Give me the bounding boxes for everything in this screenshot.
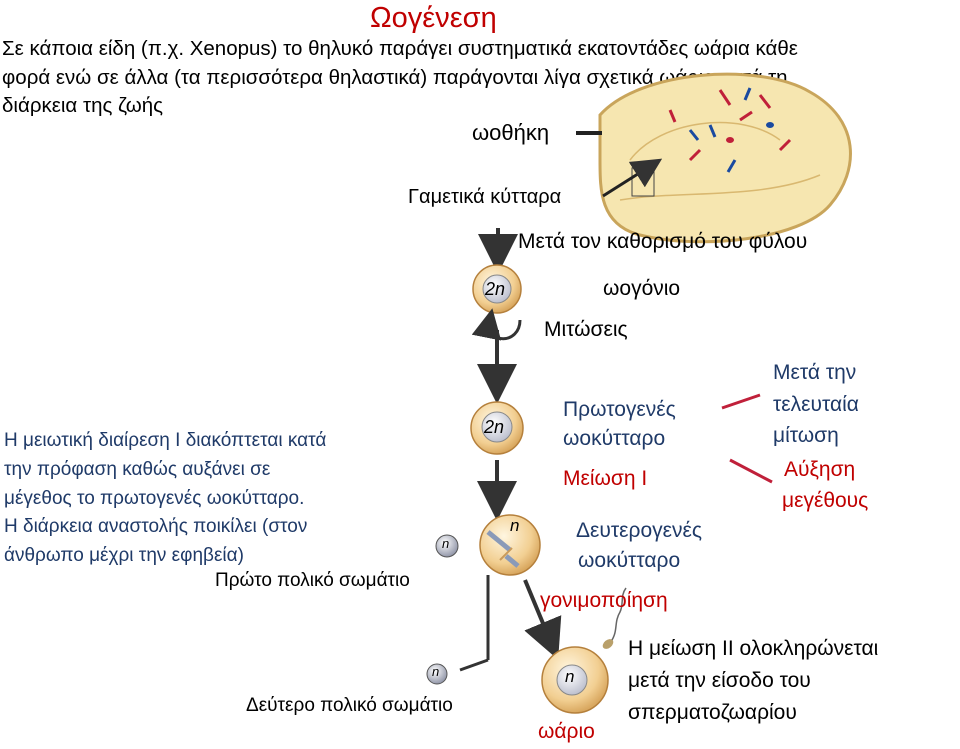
after-mitosis-connector <box>722 395 760 408</box>
growth-label-2: μεγέθους <box>782 489 868 513</box>
meiosis2-note-line-2: μετά την είσοδο του <box>628 669 811 693</box>
left-note-line-4: Η διάρκεια αναστολής ποικίλει (στον <box>4 516 307 538</box>
left-note-line-1: Η μειωτική διαίρεση Ι διακόπτεται κατά <box>4 430 326 452</box>
after-last-mitosis-1: Μετά την <box>773 361 856 385</box>
meiosis-1-label: Μείωση Ι <box>563 467 647 491</box>
secondary-oocyte-label-2: ωοκύτταρο <box>578 549 680 573</box>
ovary-illustration <box>600 74 850 242</box>
left-note-line-3: μέγεθος το πρωτογενές ωοκύτταρο. <box>4 488 304 510</box>
polar2-ploidy: n <box>432 664 439 679</box>
second-polar-body-label: Δεύτερο πολικό σωμάτιο <box>246 695 453 717</box>
egg-ploidy: n <box>565 667 574 687</box>
primary-oocyte-label-1: Πρωτογενές <box>563 398 676 422</box>
primary-ploidy: 2n <box>484 417 504 438</box>
first-polar-body-label: Πρώτο πολικό σωμάτιο <box>215 570 410 592</box>
mitosis-loop-arrow <box>490 320 520 339</box>
ovary-label: ωοθήκη <box>472 120 549 146</box>
after-last-mitosis-2: τελευταία <box>773 393 859 417</box>
fertilization-label: γονιμοποίηση <box>540 589 668 613</box>
egg-cell <box>542 647 608 713</box>
secondary-ploidy: n <box>510 516 519 536</box>
oogonium-ploidy: 2n <box>485 279 505 300</box>
mitoses-label: Μιτώσεις <box>544 318 628 342</box>
polar1-ploidy: n <box>442 536 449 551</box>
secondary-oocyte-label-1: Δευτερογενές <box>576 519 702 543</box>
germ-cells-label: Γαμετικά κύτταρα <box>408 186 561 209</box>
primary-oocyte-label-2: ωοκύτταρο <box>563 427 665 451</box>
growth-connector <box>730 460 772 482</box>
left-note-line-5: άνθρωπο μέχρι την εφηβεία) <box>4 545 244 567</box>
after-sex-determination-label: Μετά τον καθορισμό του φύλου <box>518 230 807 254</box>
after-last-mitosis-3: μίτωση <box>773 424 839 448</box>
branch-to-second-polar <box>460 660 488 670</box>
left-note-line-2: την πρόφαση καθώς αυξάνει σε <box>4 459 270 481</box>
meiosis2-note-line-1: Η μείωση ΙΙ ολοκληρώνεται <box>628 637 878 661</box>
egg-label: ωάριο <box>538 720 595 744</box>
oogonium-label: ωογόνιο <box>603 277 680 301</box>
meiosis2-note-line-3: σπερματοζωαρίου <box>628 701 797 725</box>
growth-label-1: Αύξηση <box>784 458 855 482</box>
